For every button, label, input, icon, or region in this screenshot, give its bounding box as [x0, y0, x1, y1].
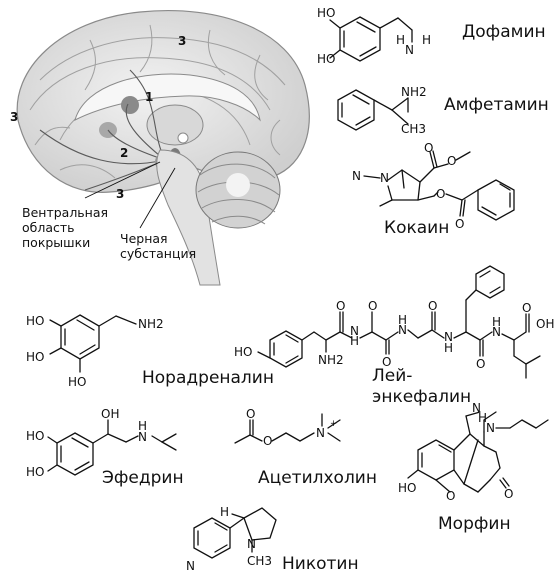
cocaine-o3: O: [436, 187, 445, 201]
ephedrine-n: N: [138, 430, 147, 444]
ephedrine-ho1: HO: [26, 429, 44, 443]
atom-labels: HO HO N H H NH2 CH3 N N O O O O HO HO HO…: [26, 6, 554, 573]
amphetamine-ch3: CH3: [401, 122, 426, 136]
dopamine-ho-top: HO: [317, 6, 335, 20]
ephedrine-oh: OH: [101, 407, 119, 421]
vta-leader-line: [84, 161, 161, 199]
enk-n4: N: [492, 325, 501, 339]
cocaine-o1: O: [424, 141, 433, 155]
region-marker-1: 1: [145, 90, 154, 104]
enk-o6: O: [522, 301, 531, 315]
morphine-o1: O: [446, 489, 455, 503]
morphine-o2: O: [504, 487, 513, 501]
ach-plus: +: [330, 419, 337, 429]
region-marker-2: 2: [120, 146, 129, 160]
cocaine-o2: O: [447, 154, 456, 168]
leu-enkephalin-name: Лей- энкефалин: [372, 366, 472, 407]
noradrenaline-ho3: HO: [68, 375, 86, 389]
morphine-structure: [407, 411, 549, 493]
enk-nh2: NH2: [318, 353, 344, 367]
ephedrine-name: Эфедрин: [102, 468, 184, 488]
cocaine-name: Кокаин: [384, 218, 450, 238]
enk-n3: N: [444, 330, 453, 344]
nicotine-h: H: [220, 505, 229, 519]
morphine-n-top: N: [472, 401, 481, 415]
enk-n3-h: H: [444, 341, 453, 355]
cocaine-o4: O: [455, 217, 464, 231]
cocaine-n-methyl: N: [352, 169, 361, 183]
amphetamine-structure: [337, 89, 409, 131]
ephedrine-nh: H: [138, 419, 147, 433]
enk-o1: O: [336, 299, 345, 313]
ephedrine-structure: [47, 419, 177, 476]
thalamus: [146, 104, 204, 146]
sn-leader-line: [139, 167, 176, 229]
region-marker-3-bottom: 3: [116, 187, 125, 201]
noradrenaline-ho1: HO: [26, 314, 44, 328]
cerebellum: [195, 151, 281, 229]
brain-illustration: [16, 10, 310, 286]
dopamine-name: Дофамин: [462, 22, 546, 42]
enk-o5: O: [476, 357, 485, 371]
dopamine-n: N: [405, 43, 414, 57]
acetylcholine-name: Ацетилхолин: [258, 468, 377, 488]
enk-o4: O: [428, 299, 437, 313]
dopamine-structure: [329, 16, 413, 62]
amphetamine-nh2: NH2: [401, 85, 427, 99]
acetylcholine-structure: [234, 413, 341, 444]
morphine-ho: HO: [398, 481, 416, 495]
cocaine-structure: [363, 150, 515, 221]
dopamine-h1: H: [396, 33, 405, 47]
nicotine-name: Никотин: [282, 554, 359, 574]
corpus-callosum: [74, 73, 261, 122]
nucleus-accumbens: [121, 96, 139, 114]
enk-ho: HO: [234, 345, 252, 359]
noradrenaline-structure: [49, 314, 137, 373]
amphetamine-name: Амфетамин: [444, 95, 549, 115]
enk-o2: O: [368, 299, 377, 313]
enk-nh2-h: H: [398, 313, 407, 327]
dopamine-ho-bottom: HO: [317, 52, 335, 66]
morphine-n: N: [486, 421, 495, 435]
morphine-name: Морфин: [438, 514, 511, 534]
enk-n2: N: [398, 323, 407, 337]
noradrenaline-nh2: NH2: [138, 317, 164, 331]
nicotine-n: N: [247, 537, 256, 551]
enk-nh1: H: [350, 334, 359, 348]
morphine-nh: H: [478, 411, 487, 425]
noradrenaline-ho2: HO: [26, 350, 44, 364]
brainstem: [156, 149, 221, 286]
cocaine-n: N: [380, 171, 389, 185]
noradrenaline-name: Норадреналин: [142, 368, 274, 388]
enk-n4-h: H: [492, 315, 501, 329]
enk-oh: OH: [536, 317, 554, 331]
enk-o3: O: [382, 355, 391, 369]
enk-n1: N: [350, 324, 359, 338]
dopamine-h2: H: [422, 33, 431, 47]
ach-n: N: [316, 426, 325, 440]
nicotine-structure: [193, 507, 277, 559]
vta-label: Вентральная область покрышки: [22, 205, 109, 250]
ephedrine-ho2: HO: [26, 465, 44, 479]
region-marker-3-top: 3: [178, 34, 187, 48]
region-marker-3-left: 3: [10, 110, 19, 124]
substantia-nigra-label: Черная субстанция: [120, 231, 197, 261]
ach-o2: O: [263, 434, 272, 448]
nicotine-ch3: CH3: [247, 554, 272, 568]
leu-enkephalin-structure: [257, 265, 541, 379]
ach-o1: O: [246, 407, 255, 421]
cerebrum: [16, 10, 310, 193]
nicotine-pyridine-n: N: [186, 559, 195, 573]
